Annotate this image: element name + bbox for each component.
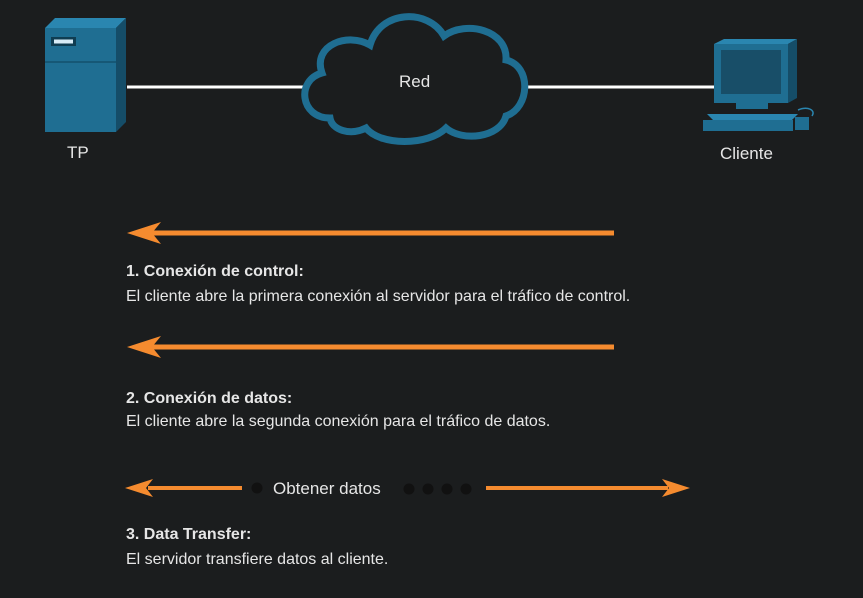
server-icon [45, 18, 126, 132]
network-cloud-icon [301, 13, 529, 145]
server-label: TP [67, 143, 89, 162]
step-2-title: 2. Conexión de datos: [126, 390, 293, 407]
client-label: Cliente [720, 144, 773, 163]
step-2-description: El cliente abre la segunda conexión para… [126, 413, 551, 430]
step-1-title: 1. Conexión de control: [126, 263, 304, 280]
data-transfer-right-arrow [486, 479, 690, 497]
step-3-description: El servidor transfiere datos al cliente. [126, 551, 389, 568]
step-3-title: 3. Data Transfer: [126, 526, 252, 543]
step-1-description: El cliente abre la primera conexión al s… [126, 288, 631, 305]
transfer-label: Obtener datos [273, 479, 381, 498]
control-connection-arrow [127, 222, 614, 244]
data-transfer-dots [251, 482, 472, 495]
client-computer-icon [703, 39, 814, 131]
data-connection-arrow [127, 336, 614, 358]
network-label: Red [399, 72, 431, 91]
data-transfer-left-arrow [125, 479, 242, 497]
